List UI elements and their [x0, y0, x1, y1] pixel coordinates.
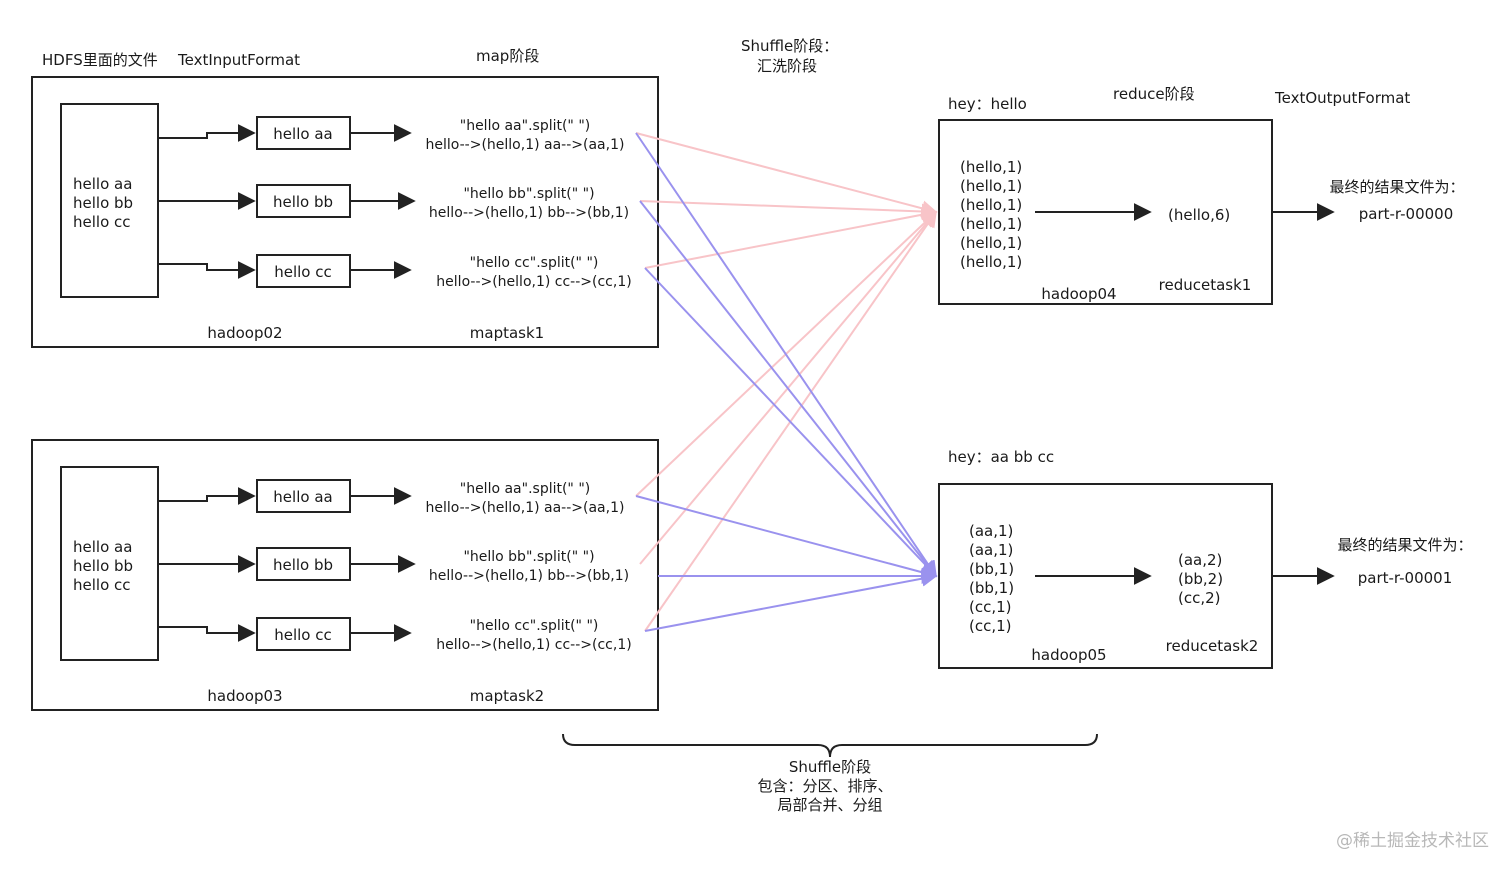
- watermark: @稀土掘金技术社区: [1336, 831, 1489, 851]
- maptask1-name: maptask1: [470, 324, 544, 342]
- maptask2-split-code: "hello aa".split(" "): [460, 481, 590, 497]
- maptask1-split-result: hello-->(hello,1) cc-->(cc,1): [436, 274, 631, 290]
- maptask2-split-result: hello-->(hello,1) aa-->(aa,1): [426, 500, 625, 516]
- reducetask1-name: reducetask1: [1159, 276, 1252, 294]
- maptask2-split-code: "hello bb".split(" "): [463, 549, 594, 565]
- reducetask2-output: (aa,2): [1178, 551, 1222, 569]
- reducetask2-group: hey：aa bb cc (aa,1) (aa,1) (bb,1) (bb,1)…: [938, 448, 1473, 669]
- reducetask2-input: (bb,1): [969, 560, 1014, 578]
- map-stage-header: map阶段: [476, 47, 539, 65]
- maptask1-record: [256, 254, 351, 288]
- shuffle-header-line2: 汇洗阶段: [757, 57, 817, 75]
- reducetask2-input: (aa,1): [969, 522, 1013, 540]
- reducetask1-output: (hello,6): [1168, 206, 1230, 224]
- reducetask1-host: hadoop04: [1041, 285, 1116, 303]
- reducetask2-result-file: part-r-00001: [1358, 569, 1453, 587]
- file-to-record-arrow: [158, 624, 256, 642]
- file-to-record-arrow: [158, 487, 256, 505]
- shuffle-line: [639, 200, 938, 220]
- reducetask2-key-label: hey：aa bb cc: [948, 448, 1054, 466]
- maptask1-hdfs-file: [60, 103, 159, 298]
- maptask2-host: hadoop03: [207, 687, 282, 705]
- maptask2-name: maptask2: [470, 687, 544, 705]
- maptask2-file-line: hello aa: [73, 538, 132, 556]
- maptask1-record-text: hello aa: [273, 125, 332, 143]
- maptask1-split-result: hello-->(hello,1) bb-->(bb,1): [429, 205, 629, 221]
- shuffle-to-reducer2-lines: [635, 132, 938, 632]
- maptask2-record-text: hello aa: [273, 488, 332, 506]
- maptask1-split-result: hello-->(hello,1) aa-->(aa,1): [426, 137, 625, 153]
- shuffle-line: [639, 200, 937, 578]
- reducetask1-input: (hello,1): [960, 234, 1022, 252]
- maptask2-record-text: hello cc: [274, 626, 332, 644]
- hdfs-header: HDFS里面的文件: [42, 51, 158, 69]
- reducetask2-output: (cc,2): [1178, 589, 1221, 607]
- maptask1-record-text: hello cc: [274, 263, 332, 281]
- reduce-stage-header: reduce阶段: [1113, 85, 1195, 103]
- file-to-record-arrow: [158, 261, 256, 279]
- maptask1-file-line: hello bb: [73, 194, 133, 212]
- maptask1-host: hadoop02: [207, 324, 282, 342]
- maptask1-split-code: "hello cc".split(" "): [470, 255, 599, 271]
- shuffle-brace: [562, 733, 1098, 758]
- maptask2-group: hello aa hello bb hello cc hello aa hell…: [31, 439, 659, 711]
- file-to-record-arrow: [158, 124, 256, 142]
- maptask2-split-result: hello-->(hello,1) bb-->(bb,1): [429, 568, 629, 584]
- maptask2-record: [256, 547, 351, 581]
- maptask2-record: [256, 617, 351, 651]
- shuffle-to-reducer1-lines: [635, 132, 938, 632]
- input-format-header: TextInputFormat: [177, 51, 300, 69]
- maptask1-record-text: hello bb: [273, 193, 333, 211]
- shuffle-line: [635, 132, 938, 217]
- shuffle-line: [644, 206, 938, 269]
- maptask1-group: hello aa hello bb hello cc hello aa hell…: [31, 76, 659, 348]
- shuffle-header-line1: Shuffle阶段：: [741, 37, 838, 55]
- reducetask1-input: (hello,1): [960, 253, 1022, 271]
- maptask2-hdfs-file: [60, 466, 159, 661]
- reducetask2-name: reducetask2: [1166, 637, 1259, 655]
- reducetask2-input: (cc,1): [969, 617, 1012, 635]
- shuffle-line: [635, 495, 938, 581]
- reducetask2-output: (bb,2): [1178, 570, 1223, 588]
- maptask2-split-result: hello-->(hello,1) cc-->(cc,1): [436, 637, 631, 653]
- maptask1-file-line: hello cc: [73, 213, 131, 231]
- reducetask1-input: (hello,1): [960, 158, 1022, 176]
- reducetask2-result-label: 最终的结果文件为：: [1337, 536, 1472, 554]
- shuffle-note-line1: Shuffle阶段: [789, 758, 871, 776]
- maptask2-split-code: "hello cc".split(" "): [470, 618, 599, 634]
- reducetask1-result-file: part-r-00000: [1359, 205, 1454, 223]
- shuffle-note-line2: 包含：分区、排序、: [757, 777, 892, 795]
- shuffle-line: [644, 267, 938, 578]
- reducetask1-input: (hello,1): [960, 196, 1022, 214]
- maptask1-record: [256, 184, 351, 218]
- reducetask1-result-label: 最终的结果文件为：: [1329, 178, 1464, 196]
- reducetask1-group: hey：hello (hello,1) (hello,1) (hello,1) …: [938, 95, 1465, 305]
- reducetask2-host: hadoop05: [1031, 646, 1106, 664]
- shuffle-line: [635, 132, 937, 578]
- reducetask2-input: (bb,1): [969, 579, 1014, 597]
- maptask2-file-line: hello cc: [73, 576, 131, 594]
- maptask1-file-line: hello aa: [73, 175, 132, 193]
- reducetask2-input: (aa,1): [969, 541, 1013, 559]
- maptask1-split-code: "hello bb".split(" "): [463, 186, 594, 202]
- reducetask1-key-label: hey：hello: [948, 95, 1027, 113]
- reducetask1-input: (hello,1): [960, 215, 1022, 233]
- reducetask2-input: (cc,1): [969, 598, 1012, 616]
- output-format-header: TextOutputFormat: [1274, 89, 1410, 107]
- shuffle-line: [644, 570, 938, 632]
- maptask1-split-code: "hello aa".split(" "): [460, 118, 590, 134]
- shuffle-note-line3: 局部合并、分组: [777, 796, 882, 814]
- maptask2-record-text: hello bb: [273, 556, 333, 574]
- reducetask1-input: (hello,1): [960, 177, 1022, 195]
- maptask2-file-line: hello bb: [73, 557, 133, 575]
- maptask1-record: [256, 116, 351, 150]
